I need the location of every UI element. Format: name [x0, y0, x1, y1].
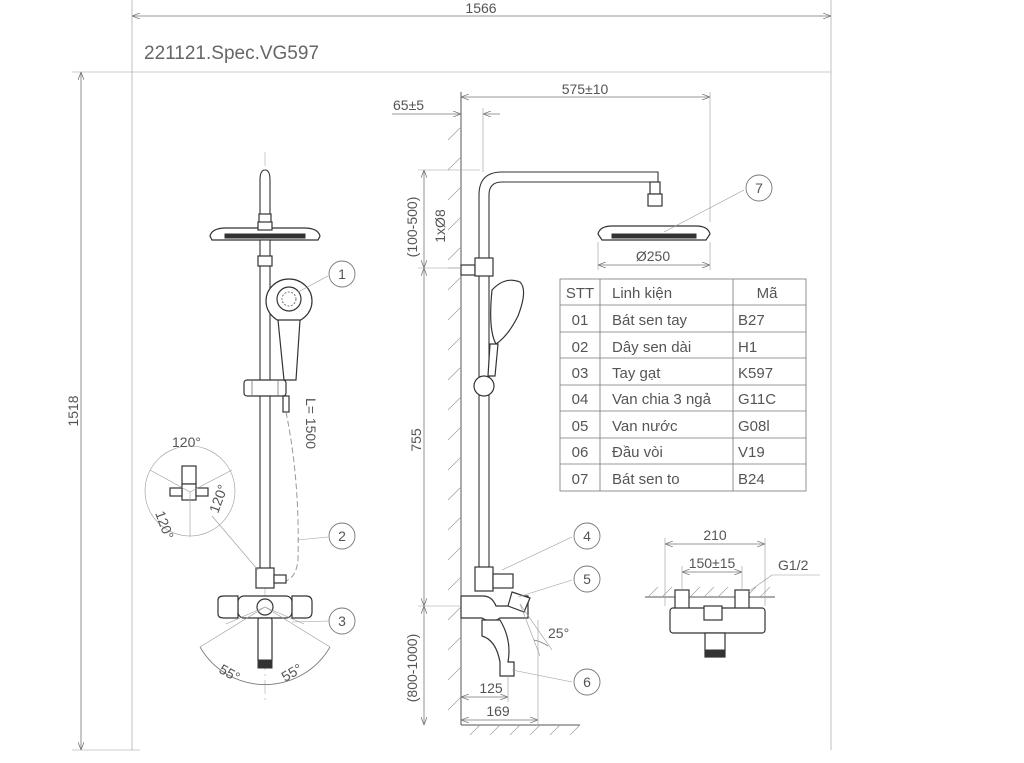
table-header-code: Mã [757, 285, 778, 302]
rail-height-dimension: 755 [408, 268, 461, 607]
valve-centers-label: 150±15 [689, 555, 736, 571]
bracket-label: 1xØ8 [432, 209, 448, 243]
svg-text:Tay gạt: Tay gạt [612, 365, 661, 382]
parts-table: STT Linh kiện Mã 01 Bát sen tay B27 02 D… [559, 278, 807, 492]
thread-label: G1/2 [778, 557, 809, 573]
wall-offset-label: 65±5 [393, 97, 424, 113]
table-header-stt: STT [566, 285, 594, 302]
head-diameter-dimension: Ø250 [597, 242, 711, 270]
svg-text:03: 03 [572, 365, 589, 382]
arm-length-label: 575±10 [562, 81, 609, 97]
svg-text:Van chia 3 ngả: Van chia 3 ngả [612, 391, 712, 408]
table-row: 06 Đầu vòi V19 [572, 444, 765, 461]
swing-angle-right: 55° [279, 660, 305, 684]
svg-text:Bát sen tay: Bát sen tay [612, 312, 688, 329]
table-header-part: Linh kiện [612, 285, 672, 302]
callout-2: 2 [296, 522, 356, 550]
svg-text:1: 1 [338, 266, 346, 282]
top-height-label: (100-500) [404, 197, 420, 258]
svg-text:H1: H1 [738, 339, 757, 356]
hose-length-label: L= 1500 [303, 398, 319, 449]
callout-5: 5 [517, 565, 601, 598]
callout-7: 7 [663, 174, 773, 233]
svg-text:2: 2 [338, 528, 346, 544]
callout-4: 4 [501, 522, 601, 571]
valve-height-label: (800-1000) [404, 634, 420, 703]
svg-text:Đầu vòi: Đầu vòi [612, 444, 663, 461]
valve-width-label: 210 [703, 527, 727, 543]
overall-width-dimension: 1566 [132, 0, 831, 16]
table-row: 05 Van nước G08l [572, 418, 770, 435]
svg-text:G08l: G08l [738, 418, 770, 435]
spout-reach-outer-label: 169 [486, 703, 510, 719]
svg-text:5: 5 [583, 571, 591, 587]
bracket-label-group: 1xØ8 [432, 209, 461, 269]
valve-height-dimension: (800-1000) [404, 606, 424, 725]
overall-width-label: 1566 [465, 0, 496, 16]
svg-text:Dây sen dài: Dây sen dài [612, 339, 691, 356]
wall-hatch [447, 126, 462, 711]
svg-text:04: 04 [572, 391, 589, 408]
drawing-frame [72, 0, 832, 751]
callout-1: 1 [297, 260, 356, 293]
arm-length-dimension: 575±10 [461, 81, 711, 222]
drawing-title: 221121.Spec.VG597 [144, 43, 319, 64]
callout-6: 6 [511, 668, 601, 696]
svg-text:B27: B27 [738, 312, 765, 329]
table-row: 03 Tay gạt K597 [572, 365, 773, 382]
svg-text:7: 7 [755, 180, 763, 196]
svg-text:V19: V19 [738, 444, 765, 461]
svg-text:B24: B24 [738, 471, 765, 488]
spout-reach-inner-label: 125 [479, 680, 503, 696]
swing-angle-left: 55° [217, 661, 243, 685]
svg-text:01: 01 [572, 312, 589, 329]
divert-angle-top: 120° [172, 434, 201, 450]
rail-height-label: 755 [408, 428, 424, 452]
side-view [447, 92, 711, 736]
overall-height-label: 1518 [65, 395, 81, 426]
wall-offset-dimension: 65±5 [392, 97, 500, 172]
divert-angle-right: 120° [206, 482, 231, 515]
svg-text:6: 6 [583, 674, 591, 690]
table-row: 04 Van chia 3 ngả G11C [572, 391, 777, 408]
table-row: 02 Dây sen dài H1 [572, 339, 758, 356]
svg-text:05: 05 [572, 418, 589, 435]
head-diameter-label: Ø250 [636, 248, 670, 264]
table-row: 07 Bát sen to B24 [572, 471, 765, 488]
svg-text:02: 02 [572, 339, 589, 356]
callout-3: 3 [291, 607, 356, 635]
valve-detail [645, 538, 820, 658]
svg-text:Bát sen to: Bát sen to [612, 471, 680, 488]
front-view [144, 152, 331, 700]
spout-reach-dimensions: 125 169 [461, 620, 539, 724]
svg-text:G11C: G11C [738, 391, 776, 408]
svg-text:K597: K597 [738, 365, 773, 382]
table-row: 01 Bát sen tay B27 [572, 312, 765, 329]
svg-text:07: 07 [572, 471, 589, 488]
svg-text:4: 4 [583, 528, 591, 544]
svg-text:3: 3 [338, 613, 346, 629]
svg-text:Van nước: Van nước [612, 418, 678, 435]
spout-angle-label: 25° [548, 625, 569, 641]
overall-height-dimension: 1518 [65, 72, 81, 750]
svg-text:06: 06 [572, 444, 589, 461]
divert-angle-left: 120° [152, 509, 177, 542]
